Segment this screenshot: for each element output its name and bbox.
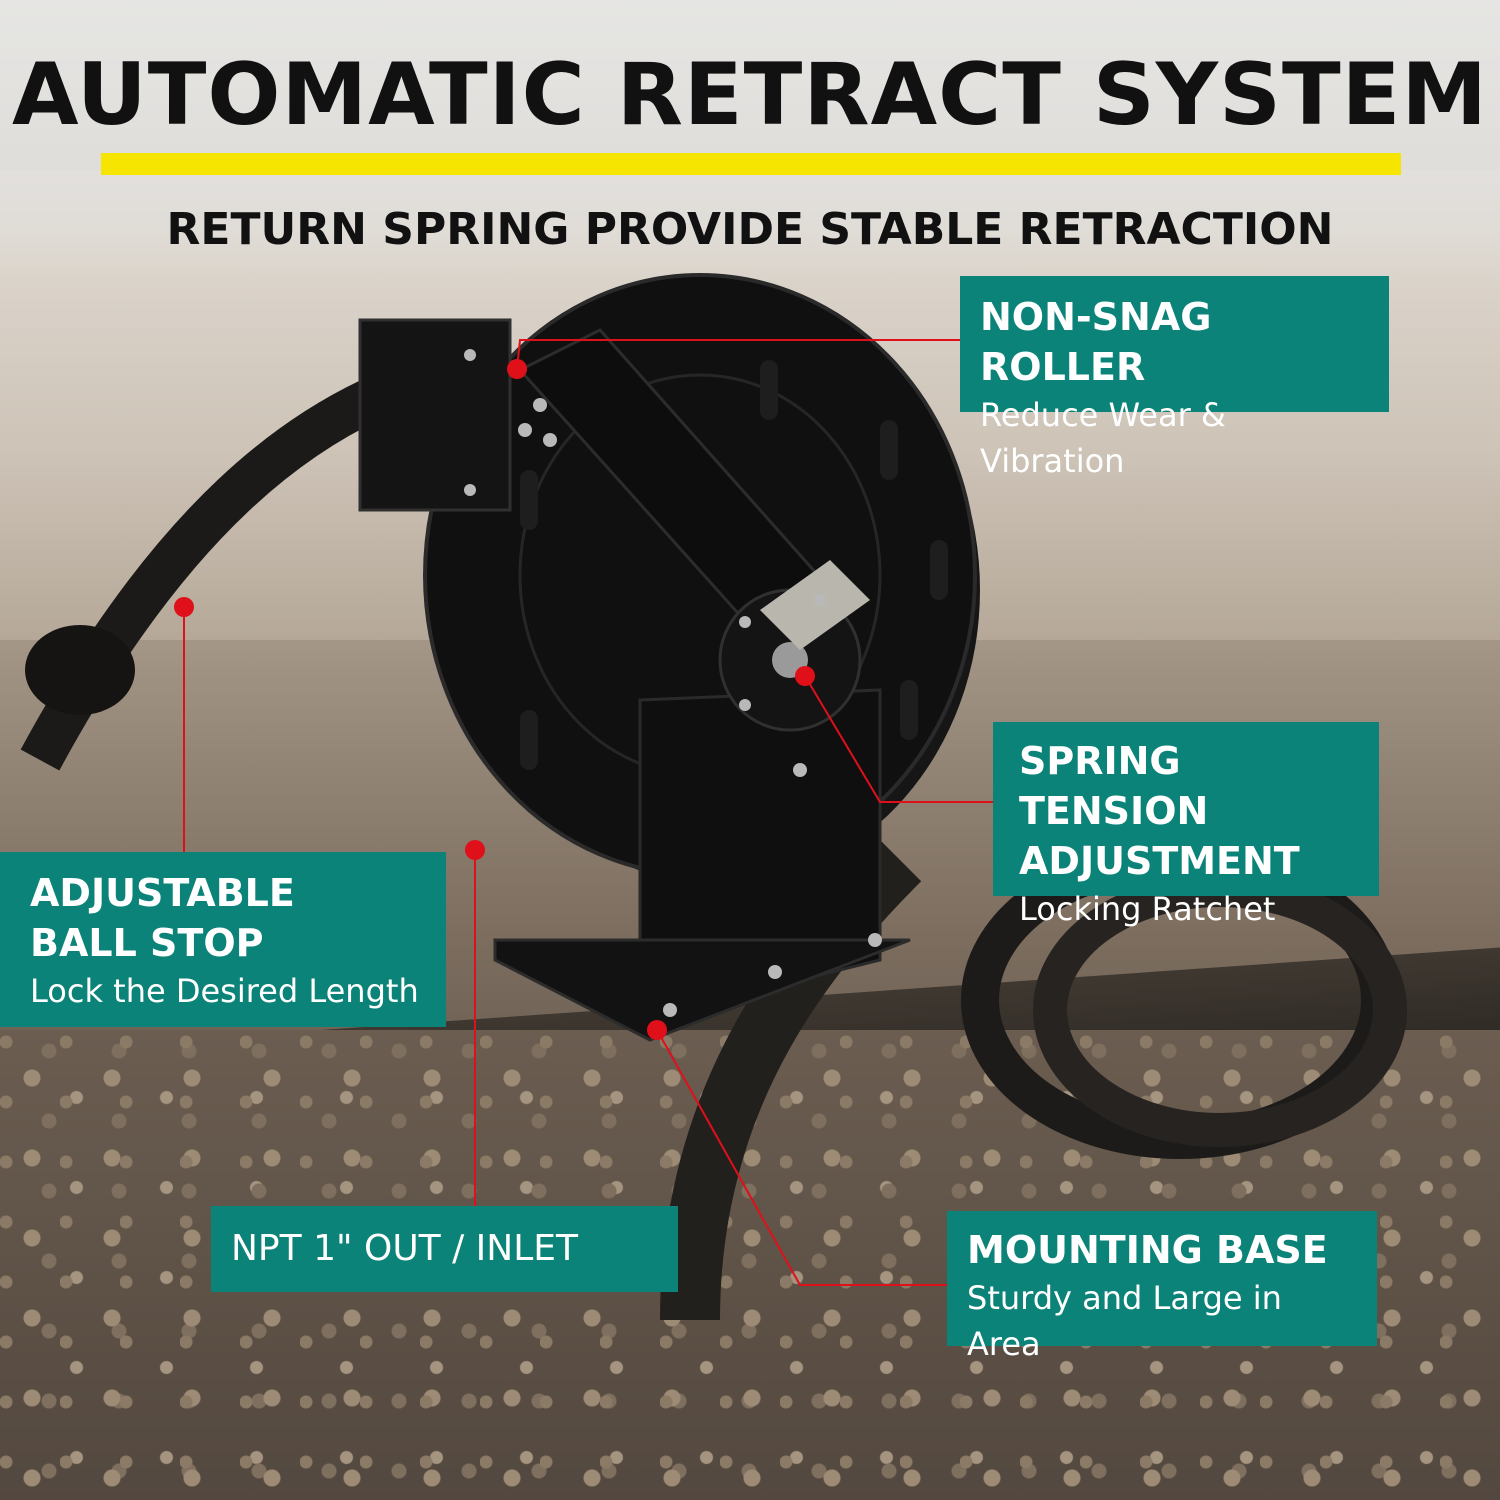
- callout-title-line1: SPRING TENSION: [1019, 739, 1209, 833]
- callout-title-line1: ADJUSTABLE: [30, 871, 295, 915]
- callout-title: NON-SNAG ROLLER: [980, 295, 1212, 389]
- callout-description: Reduce Wear & Vibration: [980, 396, 1226, 480]
- page-title: AUTOMATIC RETRACT SYSTEM: [12, 45, 1488, 145]
- callout-title: MOUNTING BASE: [967, 1228, 1328, 1272]
- callout-description: Sturdy and Large in Area: [967, 1279, 1282, 1363]
- callout-title-line2: ADJUSTMENT: [1019, 839, 1300, 883]
- callout-mounting-base: MOUNTING BASE Sturdy and Large in Area: [947, 1211, 1377, 1363]
- callout-title-line2: BALL STOP: [30, 921, 264, 965]
- header-backdrop: [0, 0, 1500, 280]
- callout-description: Locking Ratchet: [1019, 890, 1276, 928]
- callout-title: NPT 1" OUT / INLET: [231, 1228, 579, 1269]
- callout-spring-tension: SPRING TENSION ADJUSTMENT Locking Ratche…: [993, 722, 1379, 928]
- callout-npt-inlet: NPT 1" OUT / INLET: [211, 1206, 678, 1292]
- page-subtitle: RETURN SPRING PROVIDE STABLE RETRACTION: [166, 204, 1334, 255]
- callout-description: Lock the Desired Length: [30, 972, 419, 1010]
- callout-adjustable-ball-stop: ADJUSTABLE BALL STOP Lock the Desired Le…: [0, 852, 446, 1027]
- title-underline: [101, 153, 1401, 175]
- callout-non-snag-roller: NON-SNAG ROLLER Reduce Wear & Vibration: [960, 276, 1389, 480]
